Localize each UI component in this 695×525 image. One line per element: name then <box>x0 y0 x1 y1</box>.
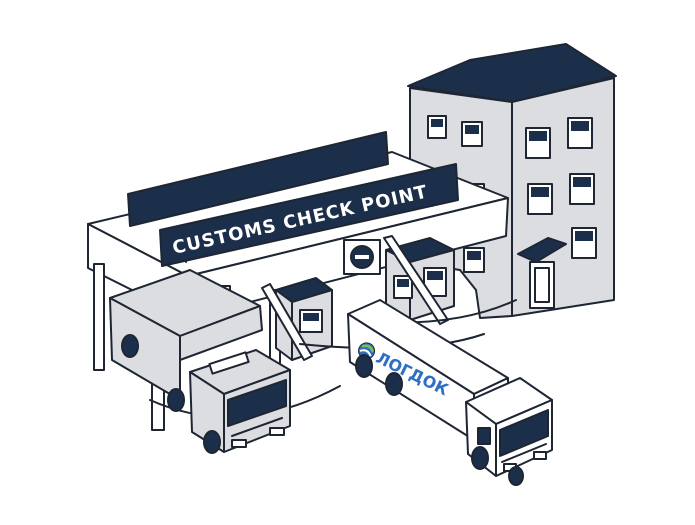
building-right-windows <box>525 117 597 259</box>
building-entrance <box>517 237 567 309</box>
sign-board <box>159 163 459 267</box>
sign-board-back <box>127 131 389 227</box>
barrier-arm-left <box>261 283 313 361</box>
truck-logdok: ЛОГДОК <box>347 299 553 486</box>
truck-left <box>109 269 291 454</box>
signal-light-right <box>343 239 381 275</box>
